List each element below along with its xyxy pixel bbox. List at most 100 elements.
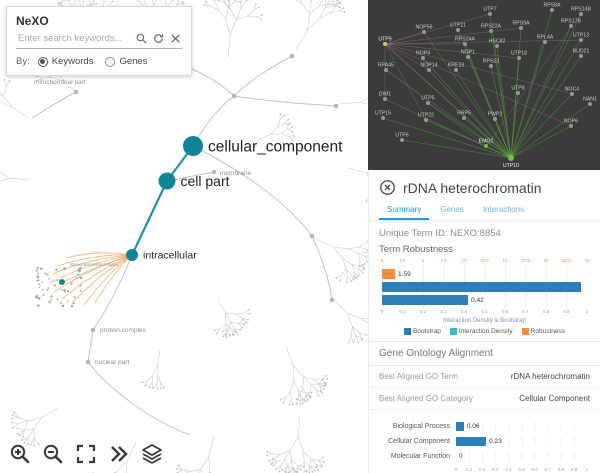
gene-node-label[interactable]: NOP1 — [461, 50, 475, 56]
gene-node[interactable] — [519, 26, 523, 30]
gene-node[interactable] — [508, 155, 514, 161]
interaction-network-canvas[interactable]: UTP7 RPS8A RPS14B NOP56 UTP21 RPS22A RPS9A RPS1… — [368, 0, 600, 170]
gene-node-label[interactable]: RPS22A — [481, 24, 501, 30]
gene-node-label[interactable]: HSC82 — [489, 39, 506, 45]
gene-node-label[interactable]: RPS13 — [483, 59, 500, 65]
gene-node[interactable] — [426, 101, 430, 105]
ontology-node[interactable] — [183, 136, 203, 156]
gene-node[interactable] — [400, 138, 404, 142]
tab-genes[interactable]: Genes — [440, 205, 464, 214]
gene-node[interactable] — [421, 56, 425, 60]
close-icon[interactable] — [379, 179, 396, 196]
tab-interactions[interactable]: Interactions — [482, 205, 525, 214]
gene-node[interactable] — [422, 30, 426, 34]
ontology-node[interactable] — [158, 172, 176, 190]
gene-node[interactable] — [383, 42, 387, 46]
gene-node-label[interactable]: UTP22 — [418, 113, 434, 119]
gene-node[interactable] — [517, 56, 521, 60]
gene-node[interactable] — [484, 144, 488, 148]
gene-node[interactable] — [489, 64, 493, 68]
tab-summary[interactable]: Summary — [379, 202, 430, 220]
ontology-node-label[interactable]: cell part — [181, 173, 230, 189]
gene-node-label[interactable]: RPS14B — [571, 7, 591, 13]
gene-node[interactable] — [381, 116, 385, 120]
gene-node[interactable] — [456, 28, 460, 32]
gene-node-label[interactable]: UTP5 — [421, 96, 434, 102]
gene-node-label[interactable]: RPL4A — [537, 35, 554, 41]
gene-node-label[interactable]: RRP5 — [457, 111, 471, 117]
collapse-button[interactable] — [107, 442, 131, 466]
gene-node[interactable] — [488, 12, 492, 16]
gene-node-label[interactable]: PWP2 — [488, 112, 503, 118]
gene-node[interactable] — [489, 29, 493, 33]
gene-node-label[interactable]: UTP7 — [483, 7, 496, 13]
gene-node[interactable] — [384, 68, 388, 72]
radio-icon[interactable] — [105, 56, 116, 67]
gene-node[interactable] — [570, 92, 574, 96]
gene-node-label[interactable]: DIM1 — [379, 92, 392, 98]
gene-node[interactable] — [462, 116, 466, 120]
gene-node[interactable] — [569, 124, 573, 128]
gene-node-label[interactable]: RPS9A — [512, 21, 530, 27]
zoom-out-button[interactable] — [41, 442, 65, 466]
gene-node[interactable] — [495, 44, 499, 48]
gene-node-label[interactable]: NOP4 — [416, 51, 430, 57]
gene-node-label[interactable]: UTP15 — [375, 111, 391, 117]
gene-node-label[interactable]: KRE33 — [448, 63, 465, 69]
zoom-in-button[interactable] — [8, 442, 32, 466]
gene-node[interactable] — [588, 102, 592, 106]
gene-node[interactable] — [454, 68, 458, 72]
search-icon[interactable] — [135, 32, 148, 45]
gene-node-label[interactable]: UTP10 — [503, 163, 519, 169]
search-by-keywords[interactable]: Keywords — [37, 56, 93, 67]
gene-node-label[interactable]: UTP8 — [511, 86, 524, 92]
gene-node[interactable] — [579, 54, 583, 58]
gene-node-label[interactable]: NOP14 — [420, 63, 437, 69]
gene-node[interactable] — [579, 12, 583, 16]
gene-node[interactable] — [516, 91, 520, 95]
gene-node[interactable] — [424, 118, 428, 122]
gene-node[interactable] — [569, 24, 573, 28]
search-input[interactable] — [16, 32, 131, 45]
gene-node-label[interactable]: NOC4 — [565, 87, 580, 93]
gene-node-label[interactable]: BUD21 — [573, 49, 590, 55]
gene-node-label[interactable]: UTP18 — [511, 51, 527, 57]
fit-to-screen-button[interactable] — [74, 442, 98, 466]
gene-node[interactable] — [383, 97, 387, 101]
gene-node[interactable] — [427, 68, 431, 72]
gene-node-label[interactable]: RPA45 — [378, 63, 394, 69]
gene-node[interactable] — [466, 55, 470, 59]
gene-node[interactable] — [579, 38, 583, 42]
ontology-node-label[interactable]: cellular_component — [208, 138, 343, 155]
gene-node-label[interactable]: RPS24A — [455, 37, 475, 43]
ontology-node-label[interactable]: intracellular — [143, 250, 197, 262]
layers-button[interactable] — [140, 442, 164, 466]
gene-node-label[interactable]: UTP21 — [450, 23, 466, 29]
gene-node-label[interactable]: EMG1 — [479, 139, 494, 145]
radio-icon[interactable] — [37, 56, 48, 67]
refresh-icon[interactable] — [152, 32, 165, 45]
clear-icon[interactable] — [169, 32, 182, 45]
gene-node[interactable] — [493, 117, 497, 121]
gene-node-label[interactable]: NOP6 — [564, 119, 578, 125]
orange-fan-edges — [49, 252, 133, 306]
gene-node[interactable] — [463, 42, 467, 46]
gene-node-label[interactable]: NAN1 — [583, 97, 597, 103]
gene-node-label[interactable]: NOP56 — [415, 25, 432, 31]
gene-node-label[interactable]: RPS8A — [543, 3, 561, 9]
gene-node-label[interactable]: UTP9 — [378, 37, 391, 43]
ontology-node[interactable] — [126, 249, 138, 261]
gene-node-label[interactable]: UTP13 — [573, 33, 589, 39]
gene-node-label[interactable]: RPS17B — [561, 19, 581, 25]
search-by-genes[interactable]: Genes — [105, 56, 147, 67]
gene-node[interactable] — [550, 8, 554, 12]
gene-node-label[interactable]: UTP6 — [395, 133, 408, 139]
interaction-network-panel: UTP7 RPS8A RPS14B NOP56 UTP21 RPS22A RPS9A RPS1… — [368, 0, 600, 170]
gene-node[interactable] — [543, 40, 547, 44]
